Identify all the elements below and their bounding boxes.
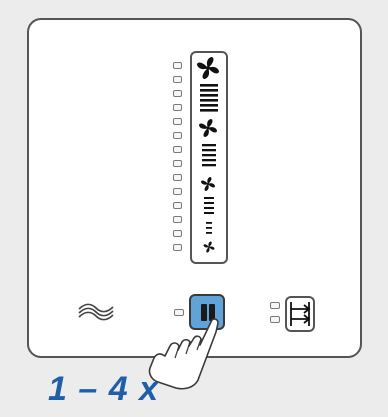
led-indicator: [173, 76, 182, 83]
led-indicator: [173, 202, 182, 209]
led-indicator: [173, 118, 182, 125]
led-indicator: [173, 160, 182, 167]
airflow-direction-button[interactable]: [285, 296, 315, 332]
fan-speed-scale: [190, 51, 228, 264]
led-indicator: [173, 104, 182, 111]
oscillation-button[interactable]: [76, 301, 116, 328]
fan-icon: [201, 177, 215, 191]
led-indicator: [173, 62, 182, 69]
fan-icon: [204, 242, 215, 253]
led-indicator: [173, 146, 182, 153]
speed-indicator-leds: [173, 62, 183, 252]
reverse-arrows-icon: [287, 298, 313, 330]
fan-icon: [197, 57, 219, 79]
led-indicator: [173, 188, 182, 195]
led-indicator: [270, 316, 280, 323]
fan-icon: [199, 119, 217, 137]
led-indicator: [173, 174, 182, 181]
led-indicator: [173, 90, 182, 97]
led-indicator: [270, 302, 280, 309]
led-indicator: [173, 132, 182, 139]
press-count-label: 1 – 4 x: [48, 370, 159, 409]
led-indicator: [173, 244, 182, 251]
led-indicator: [173, 216, 182, 223]
wave-icon: [76, 301, 116, 323]
led-indicator: [173, 230, 182, 237]
led-indicator: [174, 309, 184, 316]
